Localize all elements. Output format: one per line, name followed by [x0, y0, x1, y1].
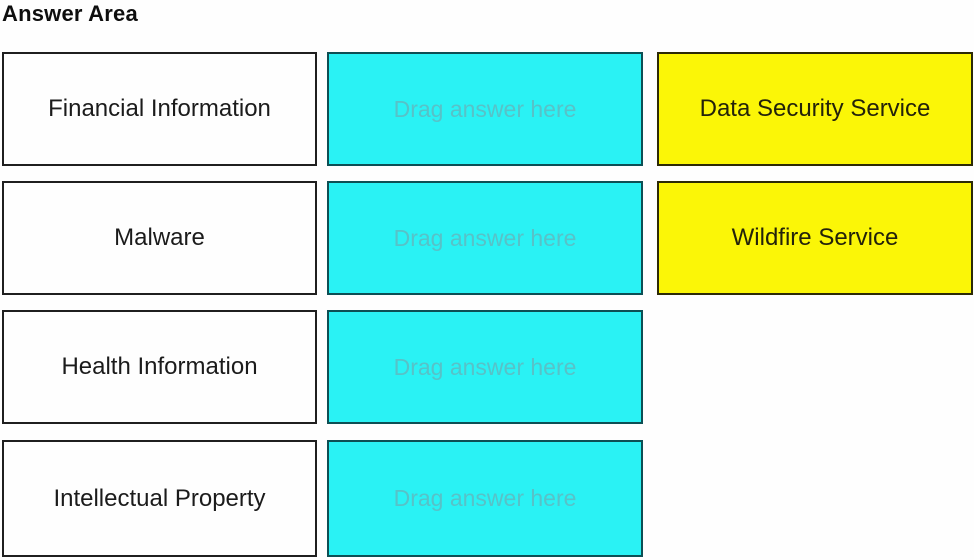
category-malware: Malware	[2, 181, 317, 295]
category-label: Intellectual Property	[53, 484, 266, 512]
answer-area-title: Answer Area	[2, 1, 138, 26]
category-health-information: Health Information	[2, 310, 317, 424]
category-label: Malware	[114, 224, 205, 251]
drop-zone-health-information[interactable]: Drag answer here	[327, 310, 643, 424]
category-financial-information: Financial Information	[2, 52, 317, 166]
drop-zone-placeholder: Drag answer here	[393, 224, 577, 251]
drop-zone-placeholder: Drag answer here	[393, 353, 577, 380]
drop-zone-placeholder: Drag answer here	[393, 485, 577, 511]
category-label: Financial Information	[48, 95, 271, 122]
category-label: Health Information	[61, 353, 258, 380]
answer-token-wildfire-service[interactable]: Wildfire Service	[657, 181, 973, 295]
drop-zone-intellectual-property[interactable]: Drag answer here	[327, 440, 643, 557]
category-intellectual-property: Intellectual Property	[2, 440, 317, 557]
answer-token-data-security-service[interactable]: Data Security Service	[657, 52, 973, 166]
answer-token-label: Wildfire Service	[731, 224, 899, 251]
drop-zone-financial-information[interactable]: Drag answer here	[327, 52, 643, 166]
drop-zone-malware[interactable]: Drag answer here	[327, 181, 643, 295]
drop-zone-placeholder: Drag answer here	[393, 95, 577, 122]
answer-token-label: Data Security Service	[699, 95, 931, 122]
